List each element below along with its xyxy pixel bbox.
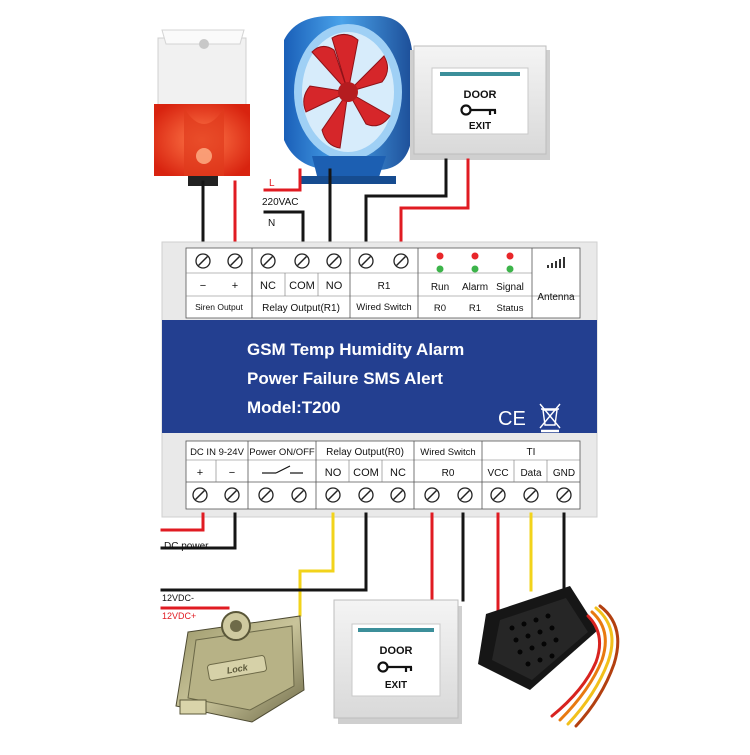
exit-label-top: EXIT: [469, 121, 491, 132]
screw-terminal-bottom-7: [390, 487, 406, 503]
relay-r0-no-label: NO: [325, 467, 342, 479]
wire-label-n: N: [268, 218, 275, 229]
screw-terminal-bottom-3: [258, 487, 274, 503]
sensor-vcc-label: VCC: [487, 468, 508, 479]
switch-symbol-icon: [262, 465, 303, 474]
screw-terminals: [192, 253, 572, 503]
screw-terminal-bottom-2: [224, 487, 240, 503]
sensor-group-label: TI: [527, 447, 536, 458]
screw-terminal-bottom-9: [457, 487, 473, 503]
title-line-1: GSM Temp Humidity Alarm: [247, 340, 464, 359]
bottom-wires: [160, 512, 566, 617]
dc-plus-label: +: [197, 467, 203, 479]
led-alarm-label: Alarm: [462, 282, 488, 293]
weee-bin-icon: [539, 403, 561, 433]
status-leds: [436, 252, 514, 273]
wired-switch-top-label: Wired Switch: [356, 302, 411, 313]
wire-label-12vdc-minus: 12VDC-: [162, 593, 194, 603]
screw-terminal-top-1: [195, 253, 211, 269]
led-run-green: [436, 265, 444, 273]
screw-terminal-bottom-8: [424, 487, 440, 503]
temp-humidity-sensor-icon: [478, 586, 620, 728]
screw-terminal-bottom-1: [192, 487, 208, 503]
key-icon: [377, 661, 413, 673]
screw-terminal-bottom-5: [325, 487, 341, 503]
siren-plus-label: +: [232, 280, 238, 292]
wire-label-l: L: [269, 178, 275, 189]
led-r0-label: R0: [434, 303, 446, 314]
led-run-red: [436, 252, 444, 260]
axial-fan-icon: [284, 16, 412, 184]
door-label-top: DOOR: [464, 89, 497, 101]
screw-terminal-bottom-11: [523, 487, 539, 503]
signal-bars-icon: [547, 257, 565, 268]
door-exit-button-icon: DOOR EXIT: [410, 45, 550, 160]
led-signal-label: Signal: [496, 282, 524, 293]
wire-label-220vac: 220VAC: [262, 197, 299, 208]
screw-terminal-top-7: [393, 253, 409, 269]
wire-label-dc-power: DC power: [164, 541, 209, 552]
relay-r0-nc-label: NC: [390, 467, 406, 479]
exit-label-bottom: EXIT: [385, 680, 407, 691]
siren-output-label: Siren Output: [195, 302, 243, 312]
dc-minus-label: −: [229, 467, 235, 479]
led-run-label: Run: [431, 282, 449, 293]
wired-r0-name: R0: [442, 468, 455, 479]
wired-r1-name: R1: [378, 281, 391, 292]
dc-in-label: DC IN 9-24V: [190, 447, 245, 458]
led-signal-green: [506, 265, 514, 273]
screw-terminal-top-6: [358, 253, 374, 269]
wire-label-12vdc-plus: 12VDC+: [162, 611, 196, 621]
relay-output-r1-label: Relay Output(R1): [262, 303, 340, 314]
led-r1-label: R1: [469, 303, 481, 314]
screw-terminal-bottom-4: [291, 487, 307, 503]
sensor-data-label: Data: [520, 468, 542, 479]
led-signal-red: [506, 252, 514, 260]
relay-output-r0-label: Relay Output(R0): [326, 447, 404, 458]
screw-terminal-bottom-6: [358, 487, 374, 503]
screw-terminal-bottom-10: [490, 487, 506, 503]
ce-mark: CE: [498, 408, 526, 430]
controller-module: [161, 241, 598, 518]
antenna-label: Antenna: [537, 292, 575, 303]
relay-r1-com-label: COM: [289, 280, 315, 292]
siren-icon: [154, 29, 250, 186]
key-icon: [460, 104, 497, 116]
title-line-2: Power Failure SMS Alert: [247, 369, 443, 388]
product-banner: [162, 320, 597, 433]
screw-terminal-top-3: [260, 253, 276, 269]
relay-r1-no-label: NO: [326, 280, 343, 292]
door-label-bottom: DOOR: [380, 645, 413, 657]
siren-minus-label: −: [200, 280, 206, 292]
led-alarm-red: [471, 252, 479, 260]
power-onoff-label: Power ON/OFF: [249, 447, 315, 458]
screw-terminal-bottom-12: [556, 487, 572, 503]
relay-r0-com-label: COM: [353, 467, 379, 479]
door-exit-button-bottom-icon: DOOR EXIT: [333, 599, 462, 724]
electric-lock-icon: Lock: [175, 611, 305, 723]
lock-brand-label: Lock: [226, 662, 249, 676]
wired-switch-bottom-label: Wired Switch: [420, 447, 475, 458]
led-alarm-green: [471, 265, 479, 273]
relay-r1-nc-label: NC: [260, 280, 276, 292]
led-status-label: Status: [497, 303, 524, 314]
sensor-gnd-label: GND: [553, 468, 575, 479]
model-label: Model:T200: [247, 398, 341, 417]
screw-terminal-top-2: [227, 253, 243, 269]
top-wires: [201, 158, 470, 242]
screw-terminal-top-5: [326, 253, 342, 269]
screw-terminal-top-4: [294, 253, 310, 269]
